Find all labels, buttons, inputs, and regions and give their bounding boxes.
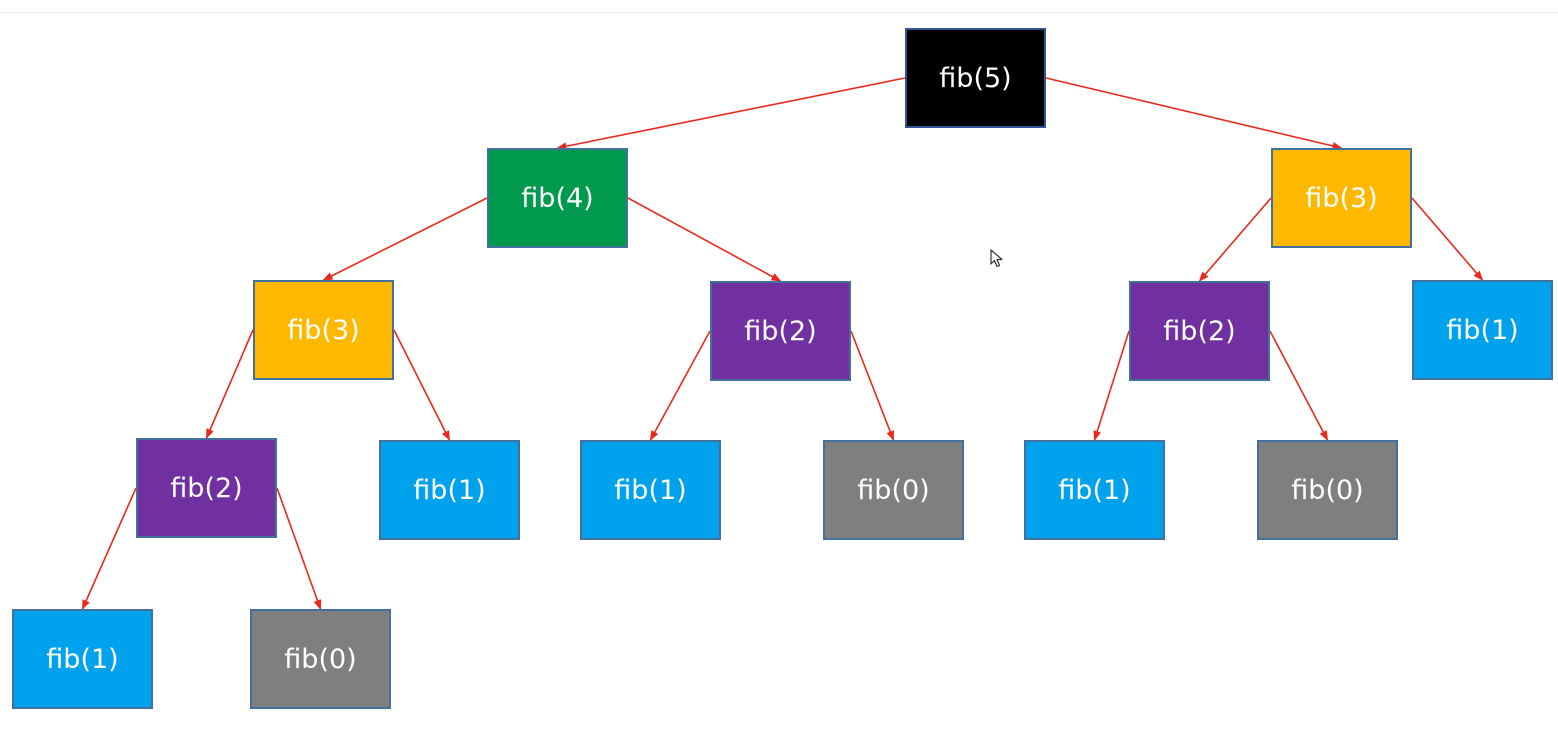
node-fib-2-left: fib(2) xyxy=(136,438,277,538)
node-label: fib(2) xyxy=(170,472,243,504)
node-label: fib(1) xyxy=(1058,474,1131,506)
edge-arrow xyxy=(850,330,895,441)
node-label: fib(0) xyxy=(284,643,357,675)
edge-arrow xyxy=(205,329,254,439)
node-label: fib(2) xyxy=(744,315,817,347)
node-label: fib(1) xyxy=(614,474,687,506)
node-fib-2-mid: fib(2) xyxy=(710,281,851,381)
edge-arrow xyxy=(1269,330,1329,441)
edge-arrow xyxy=(556,77,906,151)
node-label: fib(0) xyxy=(857,474,930,506)
node-label: fib(0) xyxy=(1291,474,1364,506)
node-label: fib(1) xyxy=(46,643,119,675)
edge-arrow xyxy=(1411,197,1484,281)
node-fib-2-right: fib(2) xyxy=(1129,281,1270,381)
node-label: fib(5) xyxy=(939,62,1012,94)
node-fib-0: fib(0) xyxy=(823,440,964,540)
edge-arrow xyxy=(393,329,451,441)
edge-arrow xyxy=(1198,197,1272,282)
node-fib-0: fib(0) xyxy=(1257,440,1398,540)
mouse-pointer-icon xyxy=(990,249,1003,268)
node-label: fib(2) xyxy=(1163,315,1236,347)
edge-arrow xyxy=(627,197,782,282)
node-label: fib(1) xyxy=(1446,314,1519,346)
node-label: fib(3) xyxy=(287,314,360,346)
edge-arrow xyxy=(1093,330,1130,441)
node-label: fib(1) xyxy=(413,474,486,506)
edge-arrow xyxy=(649,330,711,441)
node-fib-1: fib(1) xyxy=(379,440,520,540)
node-fib-1: fib(1) xyxy=(12,609,153,709)
node-label: fib(3) xyxy=(1305,182,1378,214)
edge-arrow xyxy=(81,487,137,610)
node-fib-1: fib(1) xyxy=(1024,440,1165,540)
edge-arrow xyxy=(322,197,488,281)
edge-arrow xyxy=(276,487,322,610)
node-fib-5: fib(5) xyxy=(905,28,1046,128)
node-fib-3-right: fib(3) xyxy=(1271,148,1412,248)
node-fib-1-right: fib(1) xyxy=(1412,280,1553,380)
node-fib-1: fib(1) xyxy=(580,440,721,540)
node-fib-0: fib(0) xyxy=(250,609,391,709)
top-rule xyxy=(0,12,1558,13)
node-fib-3-left: fib(3) xyxy=(253,280,394,380)
node-label: fib(4) xyxy=(521,182,594,214)
node-fib-4: fib(4) xyxy=(487,148,628,248)
edge-arrow xyxy=(1045,77,1343,150)
